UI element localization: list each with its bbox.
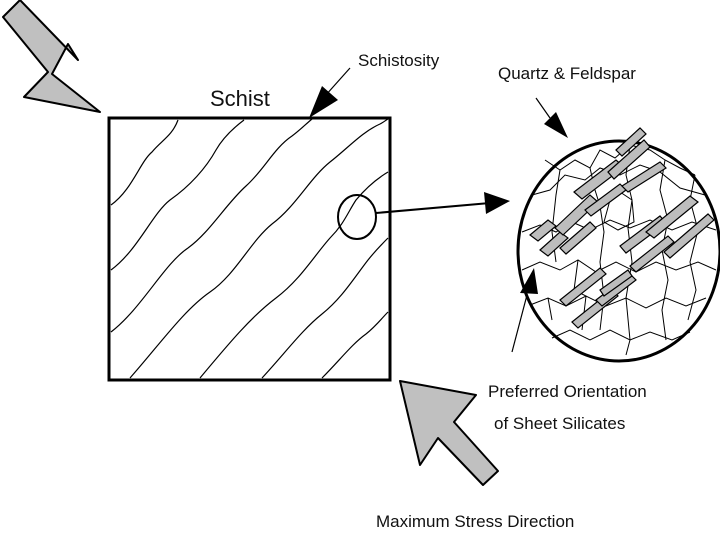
foliation-line (321, 311, 389, 379)
sample-circle (337, 194, 377, 240)
schistosity-arrowhead (309, 86, 338, 118)
magnified-view (516, 127, 720, 363)
mica-flake (607, 139, 651, 180)
mica-flake (645, 195, 699, 239)
maximum-stress-label: Maximum Stress Direction (376, 512, 574, 531)
mica-flake (663, 213, 715, 259)
stress-arrow-lower-right (399, 380, 499, 486)
foliation-line (129, 118, 389, 379)
foliation-line (199, 171, 389, 379)
sheet-silicates (529, 127, 715, 329)
mica-flake (629, 235, 675, 273)
mica-flake (621, 161, 667, 193)
preferred-orientation-leader-line (511, 294, 528, 353)
magnify-arrowhead (484, 192, 510, 214)
mica-flake (599, 269, 633, 297)
foliation-line (110, 118, 313, 333)
mica-flake (615, 127, 647, 157)
preferred-orientation-label-line2: of Sheet Silicates (494, 414, 625, 433)
quartz-feldspar-label: Quartz & Feldspar (498, 64, 636, 83)
foliation-line (110, 119, 179, 206)
preferred-orientation-arrowhead (520, 268, 538, 294)
mica-flake (539, 231, 569, 257)
magnified-circle (516, 139, 720, 363)
foliation-line (261, 237, 389, 379)
mica-flake (559, 267, 607, 307)
schistosity-leader-line (324, 67, 351, 97)
quartz-feldspar-arrowhead (544, 112, 568, 138)
foliation-line (110, 119, 245, 271)
stress-arrow-upper-left (2, 0, 101, 113)
mica-flake (559, 221, 597, 255)
schistosity-label: Schistosity (358, 51, 440, 70)
magnify-connector-line (375, 202, 491, 214)
foliation-lines (110, 118, 389, 379)
quartz-feldspar-leader-line (535, 97, 551, 119)
schist-label: Schist (210, 86, 270, 111)
mica-flake (529, 219, 557, 242)
preferred-orientation-label-line1: Preferred Orientation (488, 382, 647, 401)
